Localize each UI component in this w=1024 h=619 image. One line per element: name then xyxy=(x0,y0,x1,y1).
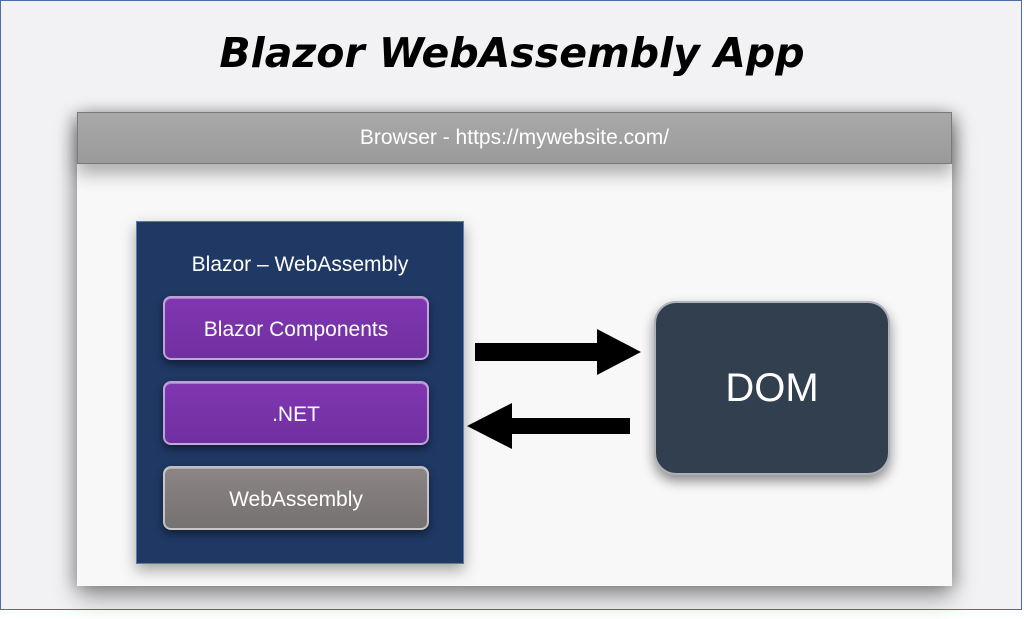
diagram-title: Blazor WebAssembly App xyxy=(219,29,805,77)
dom-box: DOM xyxy=(654,301,890,475)
browser-address-bar: Browser - https://mywebsite.com/ xyxy=(77,112,952,164)
blazor-webassembly-panel: Blazor – WebAssembly Blazor Components .… xyxy=(136,221,464,564)
blazor-webassembly-title: Blazor – WebAssembly xyxy=(191,253,409,276)
blazor-components-layer: Blazor Components xyxy=(163,296,429,360)
webassembly-layer: WebAssembly xyxy=(163,466,429,530)
dotnet-layer: .NET xyxy=(163,381,429,445)
